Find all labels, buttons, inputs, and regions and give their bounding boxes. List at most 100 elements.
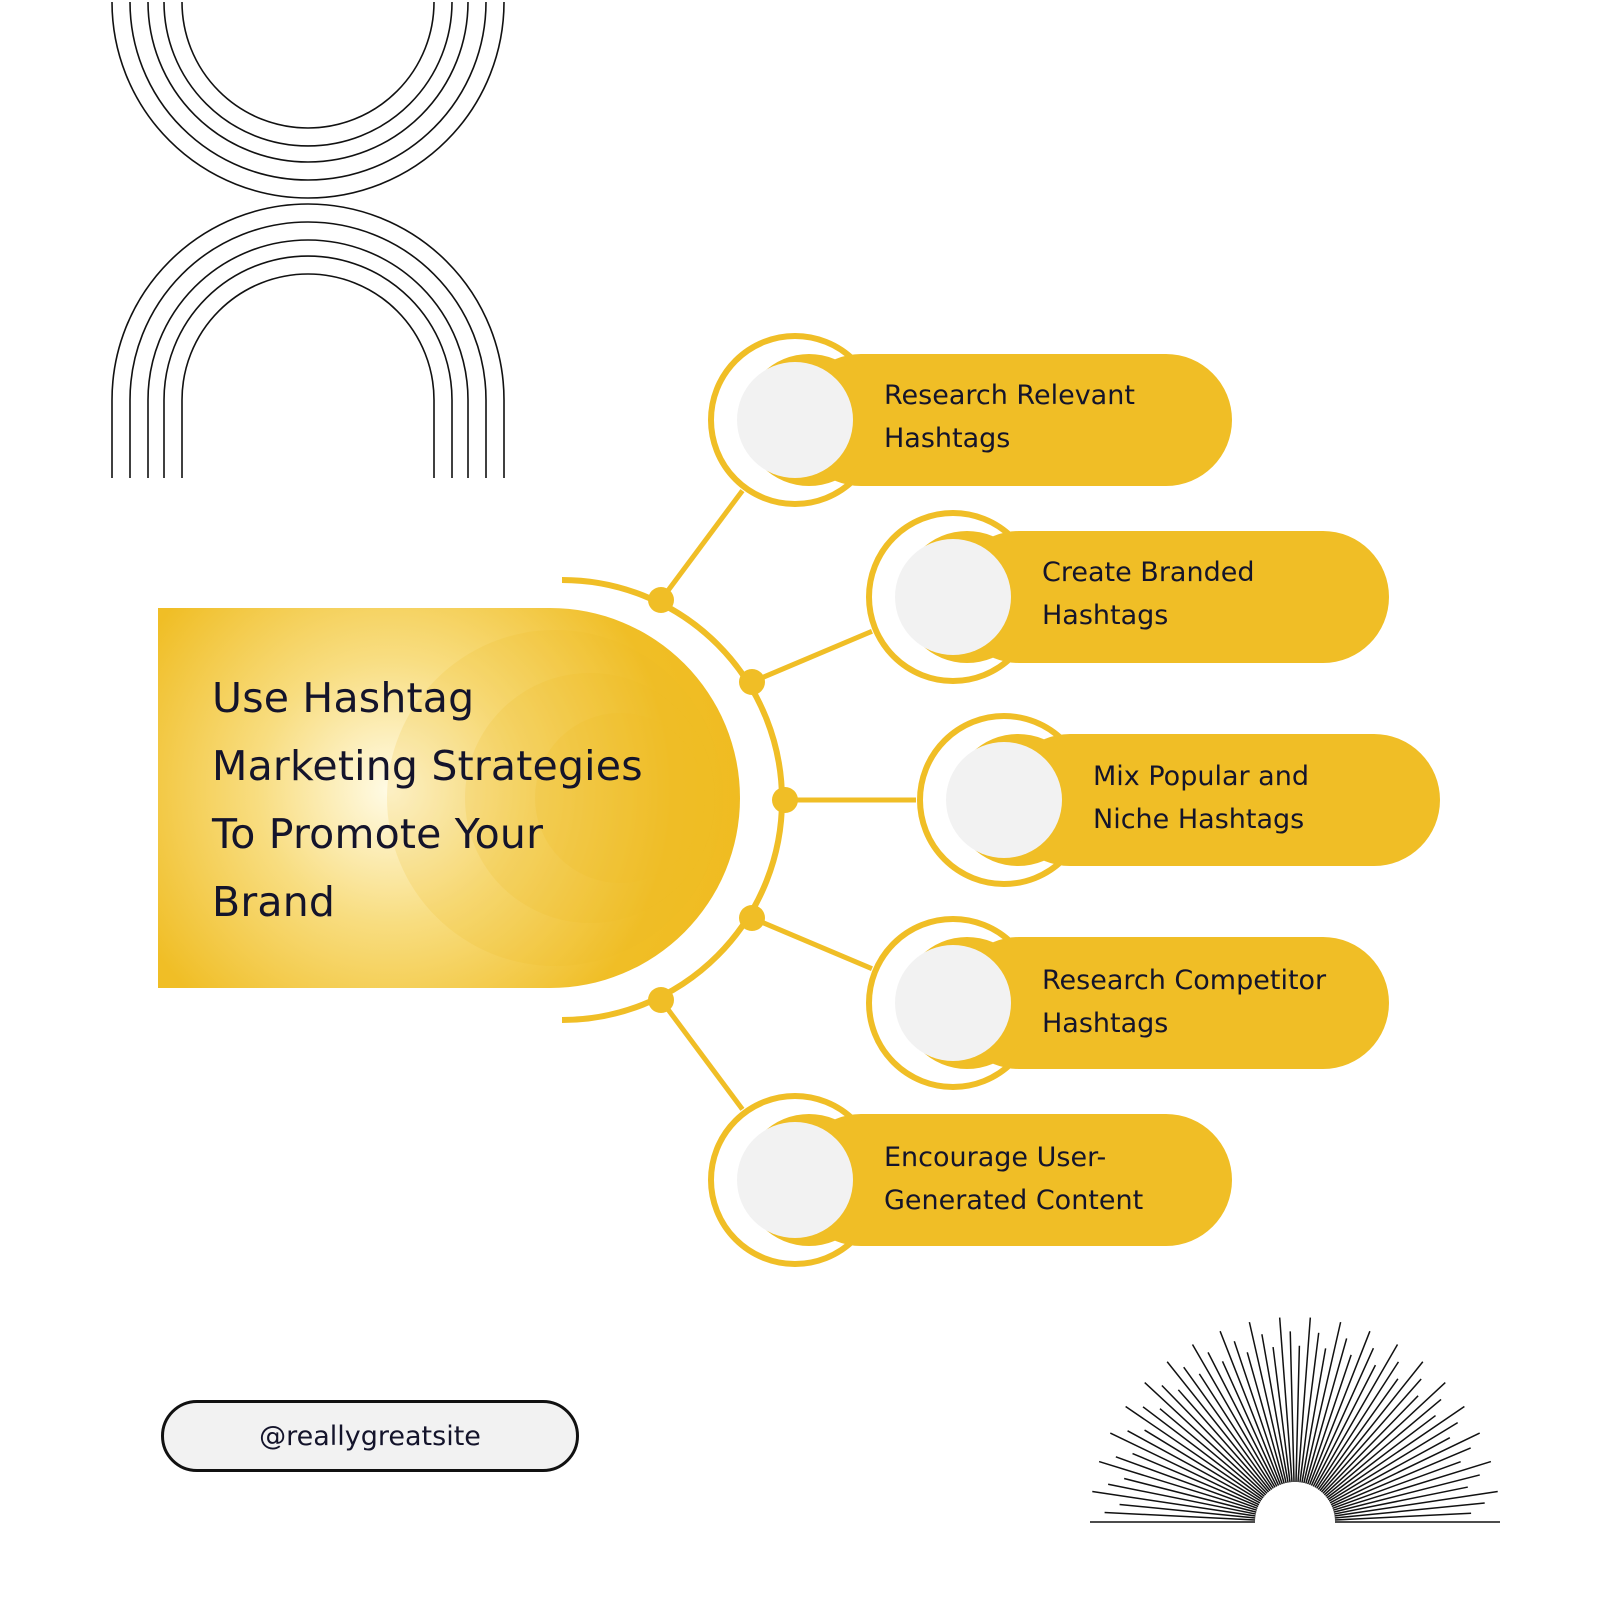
- starburst-ray: [1191, 1344, 1276, 1488]
- starburst-ray: [1301, 1348, 1327, 1483]
- strategy-label-research-competitor: Research Competitor Hashtags: [1042, 959, 1326, 1045]
- starburst-ray: [1326, 1414, 1436, 1499]
- starburst-ray: [1198, 1373, 1274, 1489]
- starburst-ray: [1127, 1430, 1261, 1504]
- arch-ring: [129, 1, 487, 181]
- starburst-ray: [1125, 1405, 1263, 1501]
- arch-ring: [163, 1, 453, 147]
- starburst-ray: [1272, 1346, 1291, 1483]
- title-line: To Promote Your: [212, 810, 544, 858]
- starburst-ray: [1248, 1321, 1287, 1484]
- title-line: Marketing Strategies: [212, 742, 643, 790]
- starburst-ray: [1322, 1395, 1419, 1494]
- title-line: Use Hashtag: [212, 674, 475, 722]
- strategy-pill: [795, 1114, 1232, 1246]
- strategy-label-line: Niche Hashtags: [1093, 804, 1305, 835]
- page-title: Use Hashtag Marketing Strategies To Prom…: [212, 664, 732, 936]
- starburst-ray: [1098, 1460, 1257, 1511]
- title-card: [158, 608, 740, 988]
- strategy-label-line: Mix Popular and: [1093, 761, 1309, 792]
- connector-line: [751, 915, 873, 972]
- starburst-ray: [1107, 1483, 1256, 1515]
- connector-line: [751, 628, 873, 685]
- starburst-ray: [1219, 1330, 1282, 1486]
- title-card-ripple: [535, 713, 705, 883]
- strategy-label-mix-popular: Mix Popular and Niche Hashtags: [1093, 755, 1309, 841]
- starburst-ray: [1115, 1456, 1258, 1510]
- starburst-ray: [1332, 1460, 1461, 1510]
- starburst-ray: [1334, 1512, 1472, 1521]
- starburst-ray: [1305, 1338, 1348, 1484]
- strategy-label-research-relevant: Research Relevant Hashtags: [884, 374, 1135, 460]
- starburst-ray: [1159, 1408, 1265, 1497]
- starburst-ray: [1092, 1490, 1256, 1517]
- strategy-label-line: Research Relevant: [884, 380, 1135, 411]
- starburst-ray: [1334, 1490, 1498, 1517]
- connector-node: [648, 587, 674, 613]
- strategy-pill: [953, 531, 1389, 663]
- starburst-ray: [1320, 1378, 1422, 1493]
- strategy-ring: [708, 333, 882, 507]
- strategy-label-encourage-ugc: Encourage User- Generated Content: [884, 1136, 1143, 1222]
- starburst-ray: [1333, 1474, 1480, 1513]
- starburst-ray: [1330, 1432, 1481, 1506]
- starburst-ray: [1307, 1354, 1352, 1485]
- starburst-ray: [1109, 1432, 1260, 1506]
- starburst-ray: [1132, 1452, 1259, 1508]
- strategy-pill: [953, 937, 1389, 1069]
- starburst-ray: [1161, 1384, 1268, 1494]
- concentric-arches-icon: [111, 1, 505, 478]
- starburst-ray: [1334, 1502, 1485, 1519]
- starburst-ray: [1331, 1447, 1471, 1508]
- connector-node: [739, 905, 765, 931]
- starburst-ray: [1299, 1332, 1320, 1483]
- title-card-ripple: [387, 630, 723, 966]
- social-handle-text: @reallygreatsite: [259, 1420, 481, 1452]
- starburst-ray: [1221, 1360, 1280, 1486]
- starburst-ray: [1233, 1341, 1283, 1485]
- strategy-circle: [737, 1122, 853, 1238]
- starburst-ray: [1144, 1429, 1262, 1502]
- title-line: Brand: [212, 878, 336, 926]
- starburst-ray: [1144, 1382, 1267, 1496]
- starburst-ray: [1278, 1317, 1293, 1483]
- strategy-label-line: Encourage User-: [884, 1142, 1107, 1173]
- title-card-ripple: [465, 673, 715, 923]
- starburst-ray: [1329, 1437, 1451, 1504]
- arch-ring: [181, 273, 435, 478]
- starburst-ray: [1325, 1398, 1442, 1497]
- strategy-label-line: Hashtags: [1042, 1008, 1169, 1039]
- starburst-ray: [1316, 1361, 1400, 1489]
- strategy-label-line: Hashtags: [884, 423, 1011, 454]
- strategy-circle: [895, 539, 1011, 655]
- starburst-ray: [1142, 1406, 1264, 1499]
- starburst-ray: [1314, 1344, 1399, 1488]
- arch-ring: [163, 255, 453, 478]
- starburst-ray: [1207, 1352, 1278, 1487]
- starburst-ray: [1319, 1361, 1424, 1492]
- strategy-pill: [795, 354, 1232, 486]
- strategy-label-line: Create Branded: [1042, 557, 1255, 588]
- starburst-ray: [1295, 1345, 1301, 1483]
- starburst-ray: [1297, 1317, 1312, 1483]
- arch-ring: [111, 1, 505, 199]
- starburst-ray: [1323, 1382, 1446, 1496]
- connector-lines: [648, 489, 916, 1111]
- starburst-ray: [1183, 1366, 1273, 1490]
- starburst-ray: [1333, 1460, 1492, 1511]
- starburst-ray: [1104, 1511, 1256, 1521]
- starburst-ray: [1123, 1477, 1257, 1513]
- social-handle-badge: @reallygreatsite: [161, 1400, 579, 1472]
- starburst-ray: [1303, 1321, 1342, 1484]
- starburst-ray: [1328, 1421, 1459, 1502]
- starburst-ray: [1166, 1361, 1271, 1492]
- strategy-ring: [866, 510, 1040, 684]
- starburst-ray: [1119, 1503, 1256, 1519]
- connector-node: [772, 787, 798, 813]
- starburst-ray: [1317, 1378, 1399, 1490]
- starburst-ray: [1334, 1486, 1468, 1515]
- connector-line: [658, 489, 745, 602]
- arch-ring: [181, 1, 435, 129]
